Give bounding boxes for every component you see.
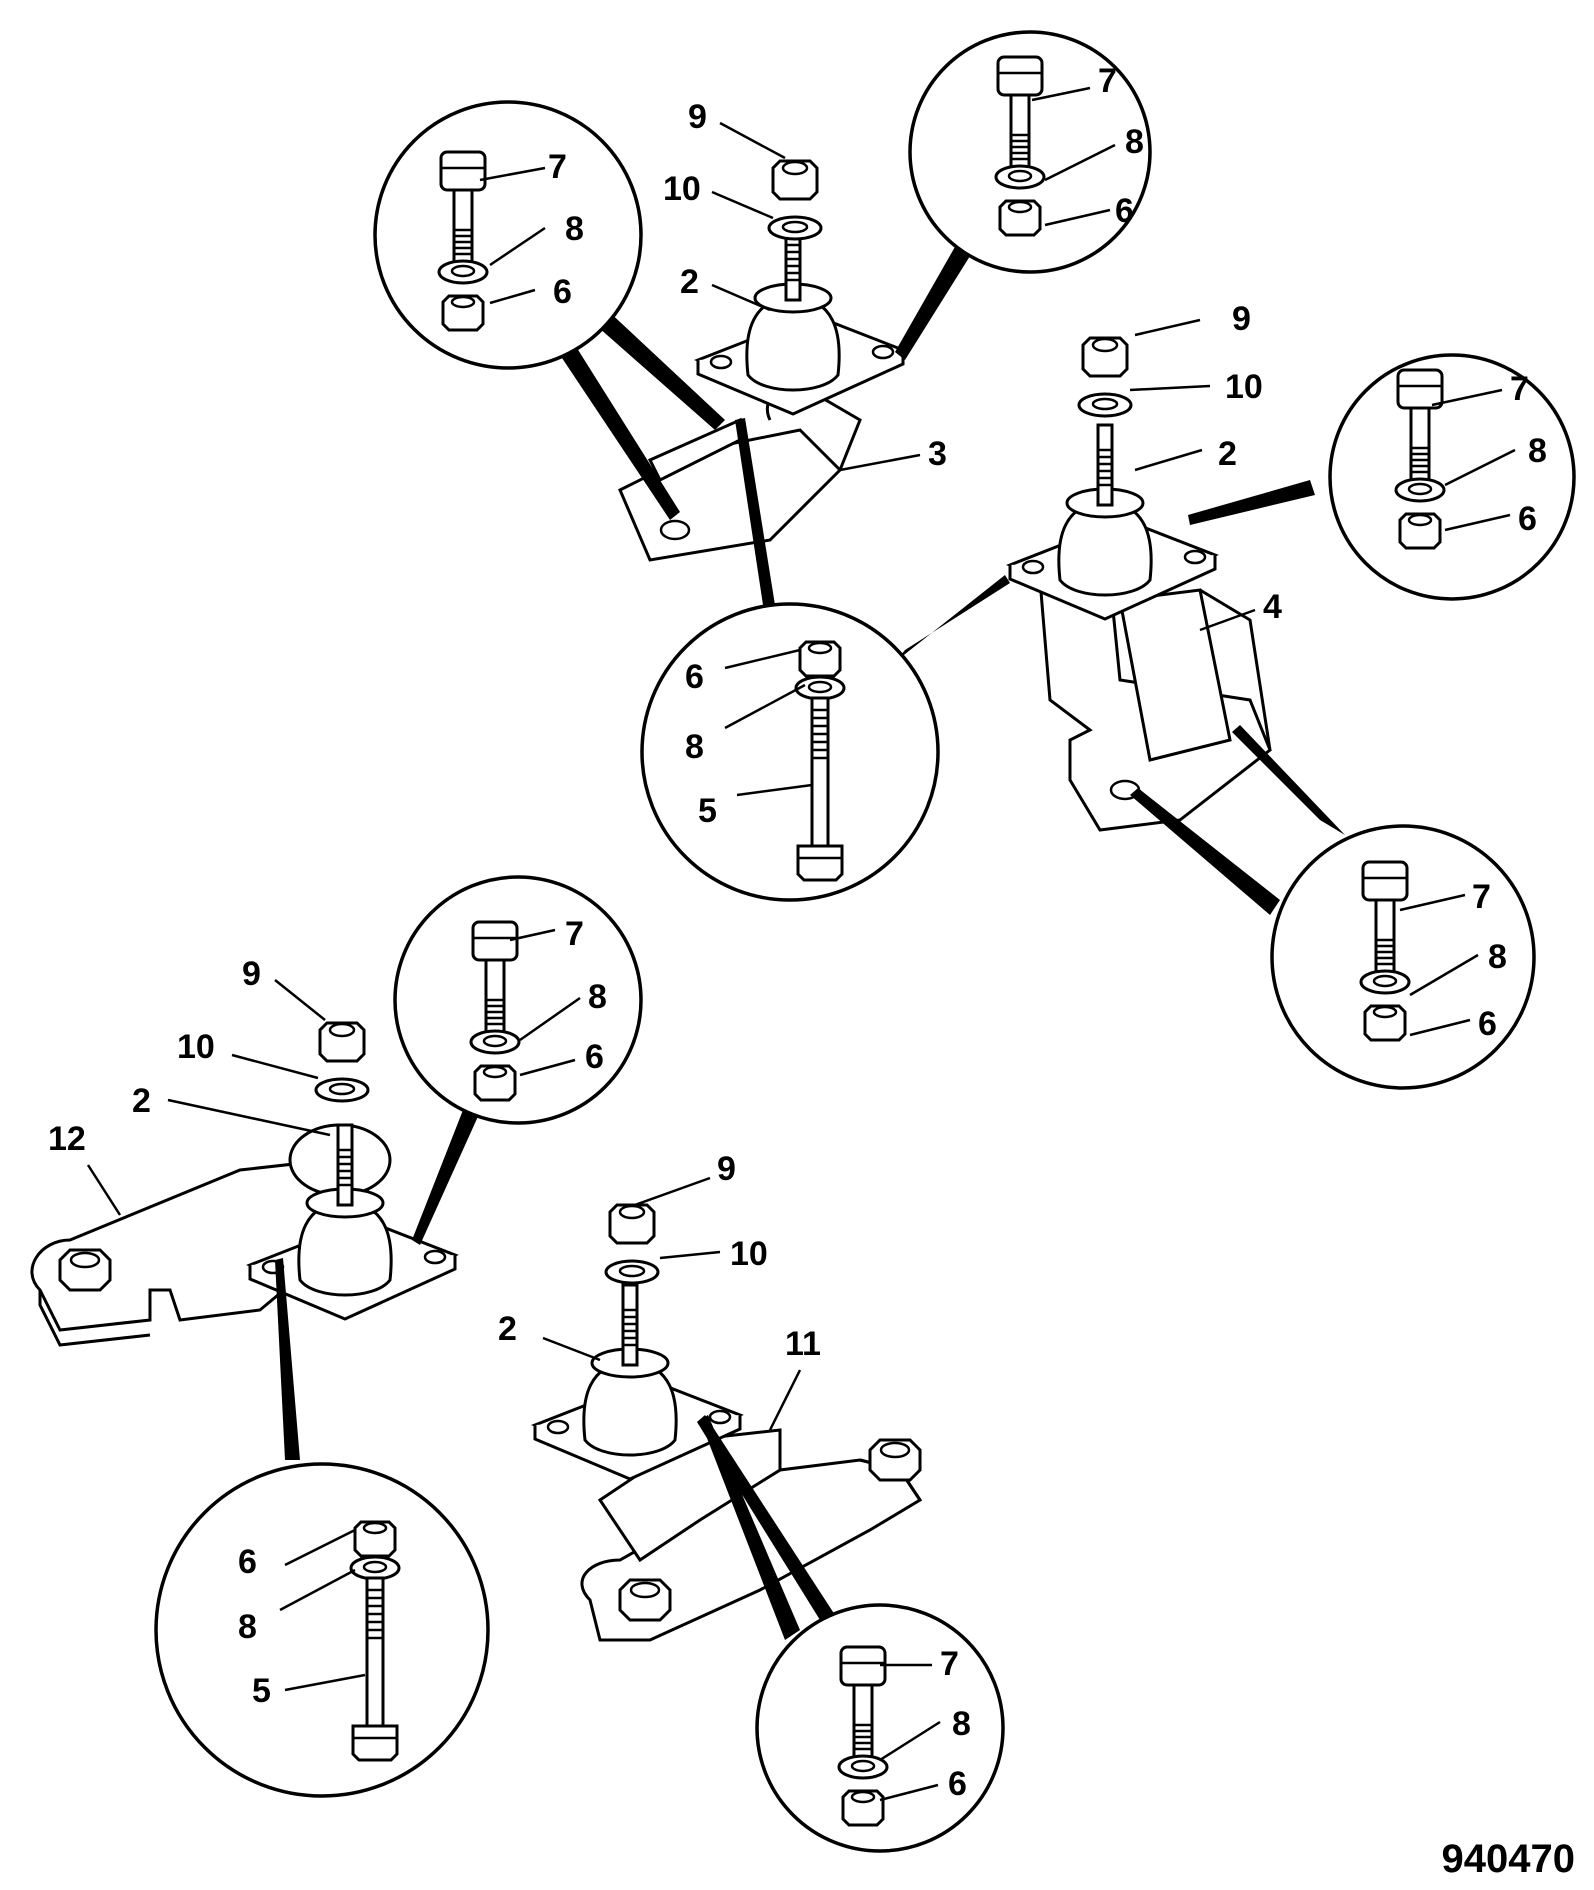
nut-washer-stack [767,159,823,241]
callout-6: 6 [1518,500,1537,538]
detail-circle-3 [1328,353,1576,601]
callout-10: 10 [663,170,701,208]
detail-circle-8 [755,1603,1005,1853]
callout-8: 8 [1125,123,1144,161]
callout-8: 8 [1528,432,1547,470]
detail-circle-2 [908,30,1152,274]
callout-6: 6 [238,1543,257,1581]
detail-pointers [275,238,1345,1640]
callout-6: 6 [585,1038,604,1076]
callout-7: 7 [940,1645,959,1683]
callout-7: 7 [1510,370,1529,408]
callout-6: 6 [948,1765,967,1803]
callout-2: 2 [680,263,699,301]
detail-circle-6 [393,875,643,1125]
bracket-3 [618,428,843,562]
callout-2: 2 [132,1082,151,1120]
callout-7: 7 [548,148,567,186]
detail-circle-7 [154,1462,490,1798]
callout-9: 9 [717,1150,736,1188]
detail-circle-1 [373,100,643,370]
detail-circle-5 [1270,824,1536,1090]
callout-2: 2 [498,1310,517,1348]
detail-circle-4 [640,602,940,902]
callout-10: 10 [177,1028,215,1066]
callout-7: 7 [565,915,584,953]
callout-12: 12 [48,1120,86,1158]
callout-8: 8 [952,1705,971,1743]
callout-8: 8 [238,1608,257,1646]
leader-lines [86,86,1516,1802]
callout-8: 8 [685,728,704,766]
callout-10: 10 [1225,368,1263,406]
callout-9: 9 [688,98,707,136]
callout-8: 8 [565,210,584,248]
callout-10: 10 [730,1235,768,1273]
callout-5: 5 [252,1672,271,1710]
callout-6: 6 [553,273,572,311]
callout-7: 7 [1098,62,1117,100]
assembly-lower-left [30,1021,457,1347]
mount-2 [696,218,905,416]
callout-6: 6 [1115,192,1134,230]
nut-washer-stack [314,1021,370,1103]
callout-2: 2 [1218,435,1237,473]
callout-8: 8 [588,978,607,1016]
figure-number: 940470 [1442,1837,1575,1881]
callout-8: 8 [1488,938,1507,976]
callout-9: 9 [1232,300,1251,338]
assembly-lower-center [533,1203,923,1642]
callout-6: 6 [1478,1005,1497,1043]
assembly-upper-right [1008,336,1272,832]
nut-washer-stack [604,1203,660,1285]
callout-labels: 7 8 6 9 10 2 3 7 8 6 9 10 2 4 7 8 6 6 8 … [48,62,1547,1803]
callout-4: 4 [1263,588,1282,626]
callout-6: 6 [685,658,704,696]
nut-washer-stack [1077,336,1133,418]
callout-3: 3 [928,435,947,473]
assembly-upper-left [618,159,905,562]
callout-9: 9 [242,955,261,993]
callout-11: 11 [785,1325,821,1363]
callout-5: 5 [698,792,717,830]
callout-7: 7 [1472,878,1491,916]
